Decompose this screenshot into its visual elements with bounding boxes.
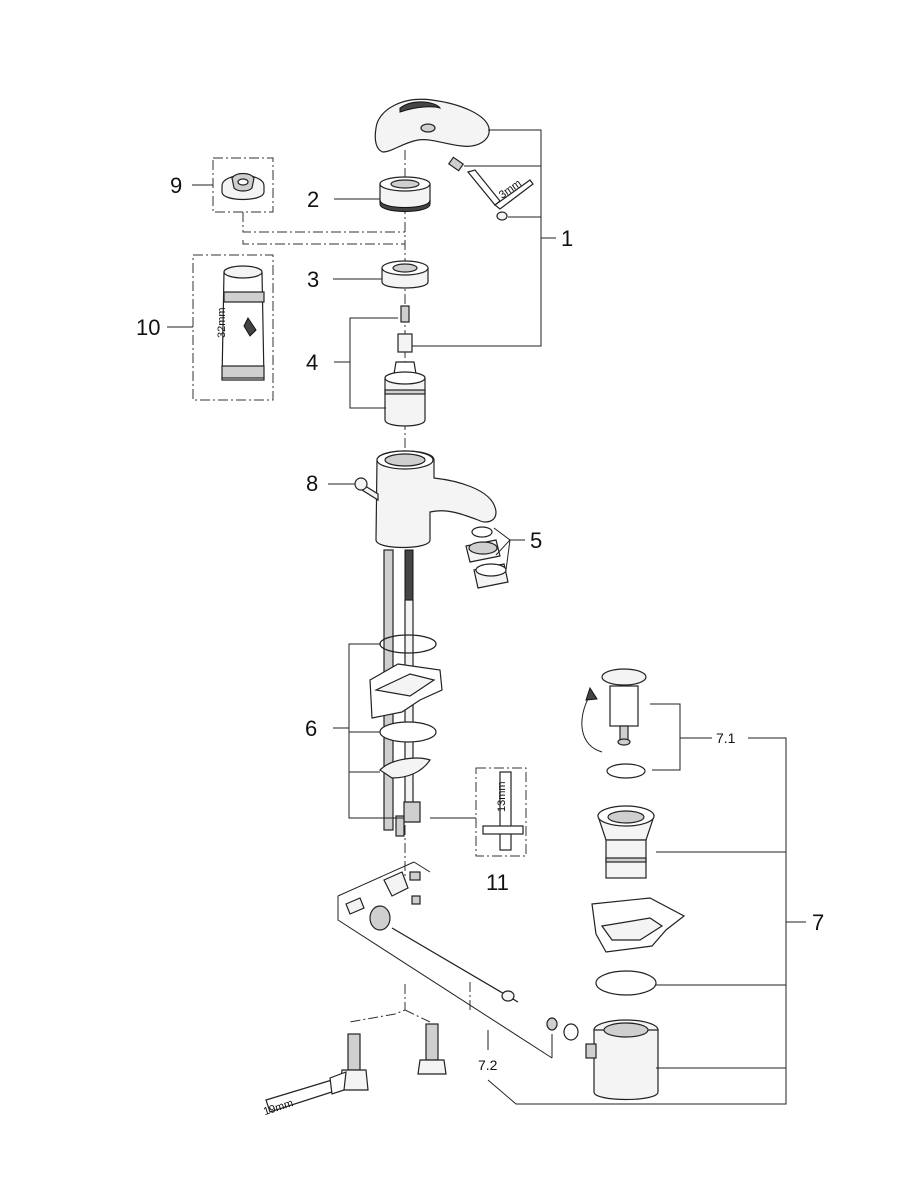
pop-up-lever [354, 477, 379, 502]
callout-5-bracket [493, 527, 525, 571]
callout-7-2: 7.2 [478, 1057, 498, 1073]
linkage-clamp [345, 871, 421, 931]
waste-gasket [595, 970, 657, 996]
retaining-nut [381, 260, 429, 289]
cartridge-spindle [397, 305, 413, 353]
basin-section [591, 897, 686, 953]
callout-7-1: 7.1 [716, 730, 736, 746]
pivot-rod [391, 927, 519, 1003]
hose-connector-left [339, 1033, 369, 1091]
handle-cap [496, 211, 508, 221]
callout-8: 8 [306, 471, 318, 496]
tool-box-11: 13mm [475, 767, 527, 857]
callout-1: 1 [561, 226, 573, 251]
callout-7-bracket [487, 737, 806, 1105]
cover-cap [379, 176, 431, 212]
fixing-set [369, 634, 443, 837]
allen-key: 3mm [466, 169, 534, 210]
plug-seal [606, 763, 646, 779]
tool-box-9 [212, 157, 274, 213]
spanner-13-size: 13mm [496, 781, 508, 812]
tool-reference-lines [242, 212, 405, 245]
callout-6-bracket [333, 643, 404, 819]
cartridge-body [384, 361, 426, 427]
lever-handle [374, 98, 490, 153]
callout-3: 3 [307, 267, 319, 292]
plug-rotate-arrow [581, 686, 603, 753]
linkage-frame [337, 861, 553, 1059]
pop-up-plug [601, 668, 647, 746]
callout-7: 7 [812, 910, 824, 935]
wrench-19mm: 19mm [262, 1071, 347, 1118]
hose-connector-right [417, 1023, 447, 1075]
rod-nut-washer [546, 1017, 579, 1041]
callout-7-2-bracket [487, 1030, 553, 1058]
socket-size: 32mm [216, 307, 228, 338]
mixer-body [375, 450, 497, 549]
aerator-set [465, 526, 509, 589]
waste-flange [597, 805, 655, 879]
tool-box-10: 32mm [192, 254, 274, 401]
callout-5: 5 [530, 528, 542, 553]
waste-body [585, 1019, 659, 1101]
callout-1-bracket [404, 129, 556, 347]
callout-6: 6 [305, 716, 317, 741]
callout-2: 2 [307, 187, 319, 212]
callout-10: 10 [136, 315, 160, 340]
grub-screw [447, 156, 465, 172]
callout-9: 9 [170, 173, 182, 198]
callout-4-bracket [334, 317, 398, 409]
callout-4: 4 [306, 350, 318, 375]
callout-11: 11 [486, 870, 509, 895]
